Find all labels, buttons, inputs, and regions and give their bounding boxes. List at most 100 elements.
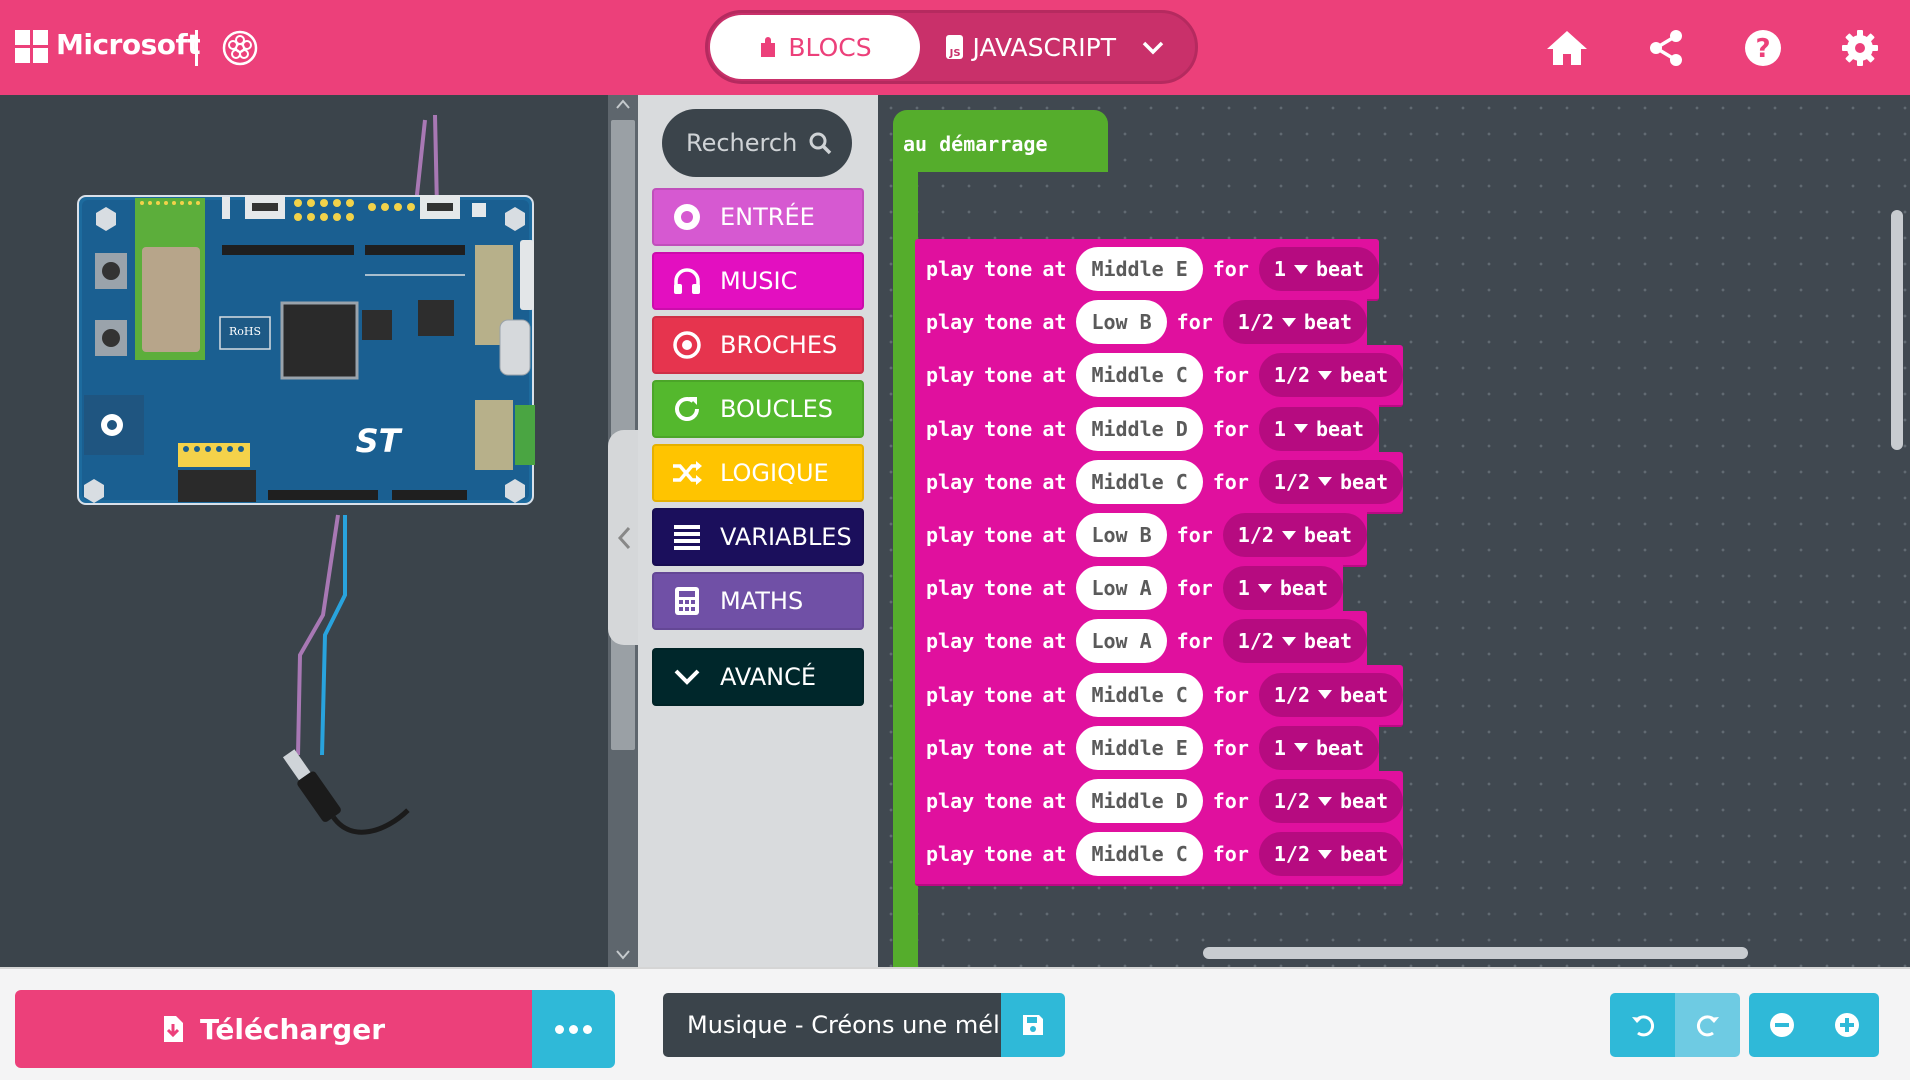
block-word-play: play [926,523,974,547]
category-label: BROCHES [720,331,837,359]
dropdown-arrow-icon [1282,318,1296,327]
category-boucles[interactable]: BOUCLES [652,380,864,438]
help-button[interactable]: ? [1740,25,1786,71]
beat-value: 1/2 [1274,683,1310,707]
save-button[interactable] [1001,993,1065,1057]
calculator-icon [670,584,704,618]
more-icon [555,1025,592,1034]
block-word-for: for [1177,523,1213,547]
block-word-tone: tone [984,417,1032,441]
beat-dropdown[interactable]: 1beat [1259,407,1379,451]
play-tone-block[interactable]: playtoneatMiddle Cfor1/2beat [915,824,1403,886]
block-word-tone: tone [984,576,1032,600]
beat-unit: beat [1304,310,1352,334]
microsoft-logo-icon [15,30,49,64]
block-word-for: for [1213,736,1249,760]
search-input[interactable]: Recherch [686,129,797,157]
beat-dropdown[interactable]: 1beat [1259,247,1379,291]
top-bar: Microsoft BLOCS JS JAVASCRIPT ? [0,0,1910,95]
note-dropdown[interactable]: Low A [1076,566,1166,610]
zoom-in-icon [1834,1012,1860,1038]
beat-dropdown[interactable]: 1/2beat [1259,673,1403,717]
project-name-input[interactable]: Musique - Créons une mélo [663,993,1001,1057]
category-entree[interactable]: ENTRÉE [652,188,864,246]
block-word-play: play [926,683,974,707]
chevron-down-icon [670,660,704,694]
shuffle-icon [670,456,704,490]
collapse-simulator-button[interactable] [608,430,640,645]
note-dropdown[interactable]: Low A [1076,619,1166,663]
block-word-for: for [1213,470,1249,494]
dropdown-arrow-icon [1258,584,1272,593]
scroll-up-icon[interactable] [616,99,630,109]
note-dropdown[interactable]: Middle C [1076,673,1202,717]
beat-dropdown[interactable]: 1beat [1223,566,1343,610]
language-dropdown-button[interactable] [1128,23,1178,73]
refresh-icon [670,392,704,426]
note-dropdown[interactable]: Middle C [1076,353,1202,397]
tab-blocks[interactable]: BLOCS [710,15,920,79]
zoom-out-button[interactable] [1749,993,1814,1057]
note-dropdown[interactable]: Middle D [1076,407,1202,451]
scroll-down-icon[interactable] [616,950,630,960]
category-broches[interactable]: BROCHES [652,316,864,374]
share-icon [1647,29,1685,67]
tab-javascript[interactable]: JS JAVASCRIPT [946,15,1116,79]
category-logique[interactable]: LOGIQUE [652,444,864,502]
block-word-tone: tone [984,842,1032,866]
block-word-play: play [926,576,974,600]
beat-value: 1/2 [1238,629,1274,653]
beat-dropdown[interactable]: 1beat [1259,726,1379,770]
block-word-tone: tone [984,363,1032,387]
note-dropdown[interactable]: Middle C [1076,460,1202,504]
board-simulator[interactable]: RoHS ST [0,95,608,967]
beat-unit: beat [1340,363,1388,387]
block-word-for: for [1213,842,1249,866]
share-button[interactable] [1643,25,1689,71]
toolbox: Recherch ENTRÉE MUSIC BROCHES BOUCLES LO… [638,95,878,967]
beat-dropdown[interactable]: 1/2beat [1259,353,1403,397]
block-word-for: for [1213,683,1249,707]
block-word-play: play [926,417,974,441]
note-dropdown[interactable]: Middle E [1076,726,1202,770]
note-dropdown[interactable]: Middle C [1076,832,1202,876]
beat-dropdown[interactable]: 1/2beat [1223,619,1367,663]
category-variables[interactable]: VARIABLES [652,508,864,566]
more-options-button[interactable] [532,990,615,1068]
beat-dropdown[interactable]: 1/2beat [1223,513,1367,557]
category-maths[interactable]: MATHS [652,572,864,630]
list-icon [670,520,704,554]
workspace-vertical-scrollbar[interactable] [1891,210,1903,450]
dropdown-arrow-icon [1318,690,1332,699]
home-icon [1545,29,1589,67]
category-label: AVANCÉ [720,663,816,691]
flower-icon[interactable] [222,30,258,66]
beat-unit: beat [1340,842,1388,866]
workspace-horizontal-scrollbar[interactable] [1203,947,1748,959]
block-word-at: at [1042,257,1066,281]
block-word-tone: tone [984,310,1032,334]
block-word-play: play [926,842,974,866]
blocks-workspace[interactable]: au démarrage playtoneatMiddle Efor1beatp… [878,95,1910,967]
on-start-block[interactable]: au démarrage [893,110,1108,172]
simulator-panel: RoHS ST [0,95,608,967]
dropdown-arrow-icon [1294,424,1308,433]
note-dropdown[interactable]: Middle D [1076,779,1202,823]
download-button[interactable]: Télécharger [15,990,532,1068]
undo-button[interactable] [1610,993,1675,1057]
toolbox-search[interactable]: Recherch [662,109,852,177]
category-music[interactable]: MUSIC [652,252,864,310]
beat-dropdown[interactable]: 1/2beat [1259,832,1403,876]
note-dropdown[interactable]: Low B [1076,300,1166,344]
category-avance[interactable]: AVANCÉ [652,648,864,706]
note-dropdown[interactable]: Low B [1076,513,1166,557]
beat-dropdown[interactable]: 1/2beat [1259,460,1403,504]
beat-dropdown[interactable]: 1/2beat [1223,300,1367,344]
block-word-tone: tone [984,470,1032,494]
zoom-in-button[interactable] [1814,993,1879,1057]
beat-dropdown[interactable]: 1/2beat [1259,779,1403,823]
home-button[interactable] [1544,25,1590,71]
redo-button[interactable] [1675,993,1740,1057]
settings-button[interactable] [1837,25,1883,71]
note-dropdown[interactable]: Middle E [1076,247,1202,291]
